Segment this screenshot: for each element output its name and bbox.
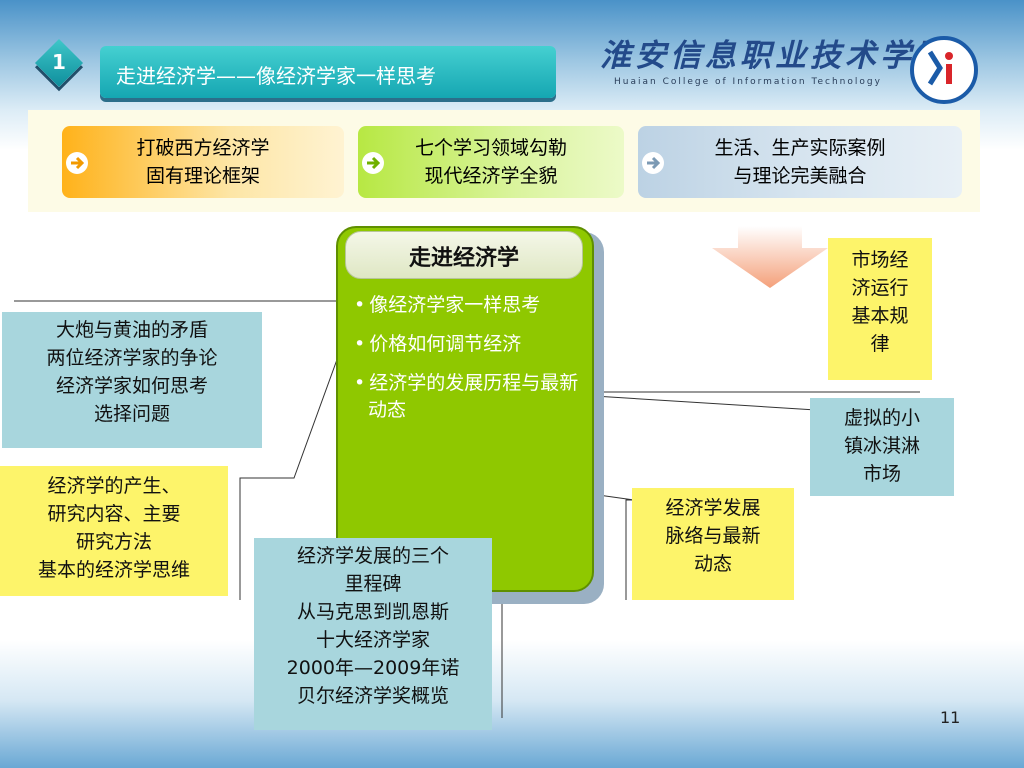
note-line: 经济学发展: [665, 497, 761, 519]
note-line: 脉络与最新: [665, 525, 761, 547]
school-name: 淮安信息职业技术学院: [600, 38, 950, 74]
list-item: 价格如何调节经济: [352, 331, 582, 358]
note-line: 十大经济学家: [315, 629, 430, 651]
note-origin-of-economics: 经济学的产生、 研究内容、主要 研究方法 基本的经济学思维: [0, 466, 228, 596]
feature-line: 与理论完美融合: [733, 165, 867, 187]
down-arrow-icon: [712, 226, 828, 288]
note-development-history: 经济学发展 脉络与最新 动态: [632, 488, 794, 600]
note-line: 基本的经济学思维: [37, 559, 190, 581]
feature-box-learning-areas: 七个学习领域勾勒 现代经济学全貌: [358, 126, 624, 198]
note-market-rules: 市场经 济运行 基本规 律: [828, 238, 932, 380]
note-line: 经济学的产生、: [47, 475, 181, 497]
note-line: 经济学家如何思考: [55, 375, 208, 397]
feature-line: 固有理论框架: [145, 165, 260, 187]
arrow-right-icon: [66, 152, 88, 174]
feature-line: 现代经济学全貌: [424, 165, 558, 187]
section-number: 1: [52, 50, 66, 74]
note-line: 从马克思到凯恩斯: [296, 601, 449, 623]
note-line: 济运行: [851, 277, 909, 299]
note-line: 两位经济学家的争论: [46, 347, 218, 369]
note-line: 选择问题: [93, 403, 170, 425]
arrow-right-icon: [642, 152, 664, 174]
feature-line: 七个学习领域勾勒: [414, 137, 567, 159]
note-line: 2000年—2009年诺: [286, 657, 460, 679]
panel-header: 走进经济学: [345, 231, 583, 279]
note-line: 贝尔经济学奖概览: [296, 685, 449, 707]
note-line: 动态: [693, 553, 732, 575]
note-guns-and-butter: 大炮与黄油的矛盾 两位经济学家的争论 经济学家如何思考 选择问题: [2, 312, 262, 448]
section-badge: 1: [34, 38, 86, 92]
note-line: 律: [870, 333, 890, 355]
feature-strip: 打破西方经济学 固有理论框架 七个学习领域勾勒 现代经济学全貌 生活、生产实际案…: [28, 110, 980, 212]
note-line: 研究内容、主要: [47, 503, 181, 525]
note-line: 研究方法: [75, 531, 152, 553]
note-line: 里程碑: [344, 573, 402, 595]
list-item: 像经济学家一样思考: [352, 292, 582, 319]
note-milestones: 经济学发展的三个 里程碑 从马克思到凯恩斯 十大经济学家 2000年—2009年…: [254, 538, 492, 730]
arrow-right-icon: [362, 152, 384, 174]
note-line: 大炮与黄油的矛盾: [55, 319, 208, 341]
panel-title: 走进经济学: [408, 246, 519, 271]
note-line: 基本规: [851, 305, 909, 327]
list-item: 经济学的发展历程与最新动态: [352, 370, 582, 424]
note-line: 市场经: [851, 249, 909, 271]
note-line: 经济学发展的三个: [296, 545, 449, 567]
note-line: 市场: [862, 463, 901, 485]
feature-box-cases: 生活、生产实际案例 与理论完美融合: [638, 126, 962, 198]
note-line: 虚拟的小: [843, 407, 920, 429]
title-bar: 走进经济学——像经济学家一样思考: [100, 46, 556, 98]
feature-box-framework: 打破西方经济学 固有理论框架: [62, 126, 344, 198]
school-english-name: Huaian College of Information Technology: [614, 77, 882, 87]
panel-topic-list: 像经济学家一样思考 价格如何调节经济 经济学的发展历程与最新动态: [352, 292, 582, 436]
feature-line: 生活、生产实际案例: [714, 137, 886, 159]
slide-title: 走进经济学——像经济学家一样思考: [116, 64, 436, 88]
school-logo-icon: [910, 36, 978, 104]
page-number: 11: [940, 708, 961, 727]
note-icecream-market: 虚拟的小 镇冰淇淋 市场: [810, 398, 954, 496]
feature-line: 打破西方经济学: [136, 137, 270, 159]
note-line: 镇冰淇淋: [843, 435, 920, 457]
